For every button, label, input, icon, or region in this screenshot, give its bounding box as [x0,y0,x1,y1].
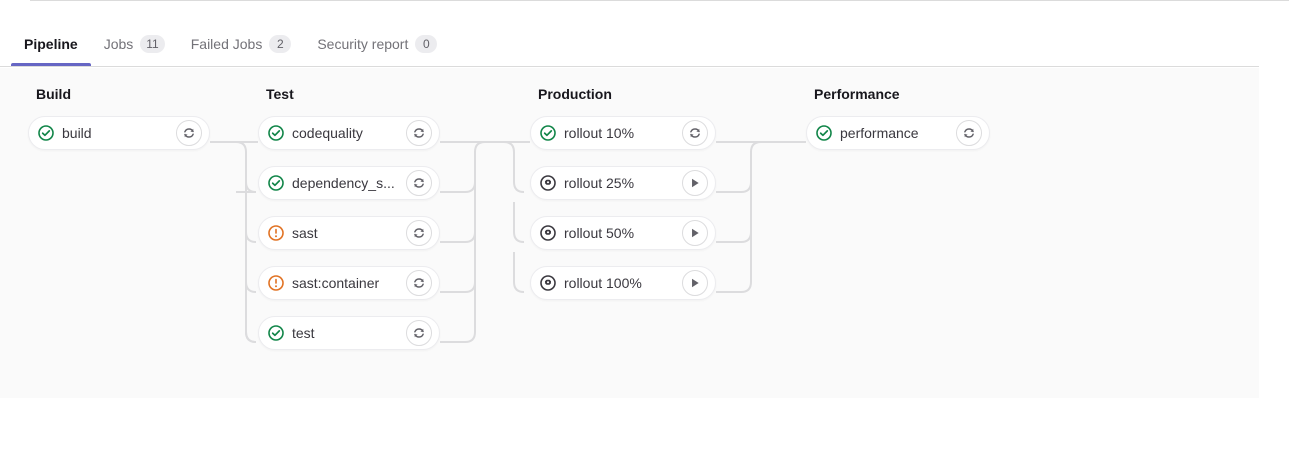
play-icon [692,228,699,238]
job-card[interactable]: rollout 50% [530,216,716,250]
status-success-icon [268,175,284,191]
stage-jobs: codequality dependency_s...sast sast:conta… [258,116,440,350]
retry-job-button[interactable] [406,170,432,196]
stage-jobs: rollout 10% rollout 25% rollout 50% rollout… [530,116,716,300]
job-card[interactable]: rollout 25% [530,166,716,200]
pipeline-tabbar: Pipeline Jobs 11 Failed Jobs 2 Security repor… [0,22,1259,67]
status-success-icon [268,325,284,341]
job-name: rollout 100% [564,275,642,291]
job-card[interactable]: dependency_s... [258,166,440,200]
tab-failed-jobs[interactable]: Failed Jobs 2 [178,22,305,66]
job-card[interactable]: sast [258,216,440,250]
status-success-icon [38,125,54,141]
tab-pipeline[interactable]: Pipeline [11,22,91,66]
retry-icon [414,278,424,288]
job-card[interactable]: performance [806,116,990,150]
stage-performance: Performance performance [806,86,990,150]
retry-icon [964,128,974,138]
play-icon [692,178,699,188]
stage-title: Production [538,86,612,102]
retry-icon [414,328,424,338]
tab-label: Jobs [103,36,134,52]
play-job-button[interactable] [682,270,708,296]
tab-badge: 0 [415,35,438,53]
tab-label: Security report [317,36,409,52]
job-name: rollout 50% [564,225,635,241]
job-card[interactable]: build [28,116,210,150]
retry-icon [690,128,700,138]
tab-jobs[interactable]: Jobs 11 [91,22,178,66]
job-card[interactable]: sast:container [258,266,440,300]
stage-title: Build [36,86,71,102]
pipeline-graph-panel: Build build Test codequality dependency_s… [0,68,1259,398]
pipeline-graph: Build build Test codequality dependency_s… [0,68,1259,398]
job-name: codequality [292,125,363,141]
retry-job-button[interactable] [406,120,432,146]
job-card[interactable]: test [258,316,440,350]
status-manual-icon [540,225,556,241]
tab-label: Pipeline [24,36,78,52]
retry-job-button[interactable] [682,120,708,146]
tab-badge: 2 [269,35,292,53]
play-icon [692,278,699,288]
stage-jobs: build [28,116,210,150]
stage-build: Build build [28,86,210,150]
job-name: performance [840,125,919,141]
job-name: rollout 10% [564,125,635,141]
job-name: dependency_s... [292,175,395,191]
status-manual-icon [540,275,556,291]
job-name: test [292,325,315,341]
status-success-icon [268,125,284,141]
retry-icon [414,178,424,188]
tab-label: Failed Jobs [190,36,263,52]
stage-production: Production rollout 10%rollout 25%rollout… [530,86,716,300]
top-divider [30,0,1289,1]
status-warning-icon [268,275,284,291]
status-warning-icon [268,225,284,241]
retry-job-button[interactable] [406,320,432,346]
job-name: sast [292,225,318,241]
job-name: rollout 25% [564,175,635,191]
stage-title: Performance [814,86,900,102]
retry-job-button[interactable] [406,270,432,296]
status-manual-icon [540,175,556,191]
retry-job-button[interactable] [956,120,982,146]
job-card[interactable]: rollout 100% [530,266,716,300]
retry-job-button[interactable] [176,120,202,146]
job-card[interactable]: rollout 10% [530,116,716,150]
job-name: build [62,125,92,141]
play-job-button[interactable] [682,170,708,196]
retry-job-button[interactable] [406,220,432,246]
tab-security-report[interactable]: Security report 0 [304,22,450,66]
status-success-icon [816,125,832,141]
job-card[interactable]: codequality [258,116,440,150]
job-name: sast:container [292,275,380,291]
tab-badge: 11 [140,35,165,53]
retry-icon [184,128,194,138]
retry-icon [414,228,424,238]
play-job-button[interactable] [682,220,708,246]
retry-icon [414,128,424,138]
stage-jobs: performance [806,116,990,150]
stage-title: Test [266,86,294,102]
stage-test: Test codequality dependency_s...sast sast:… [258,86,440,350]
status-success-icon [540,125,556,141]
